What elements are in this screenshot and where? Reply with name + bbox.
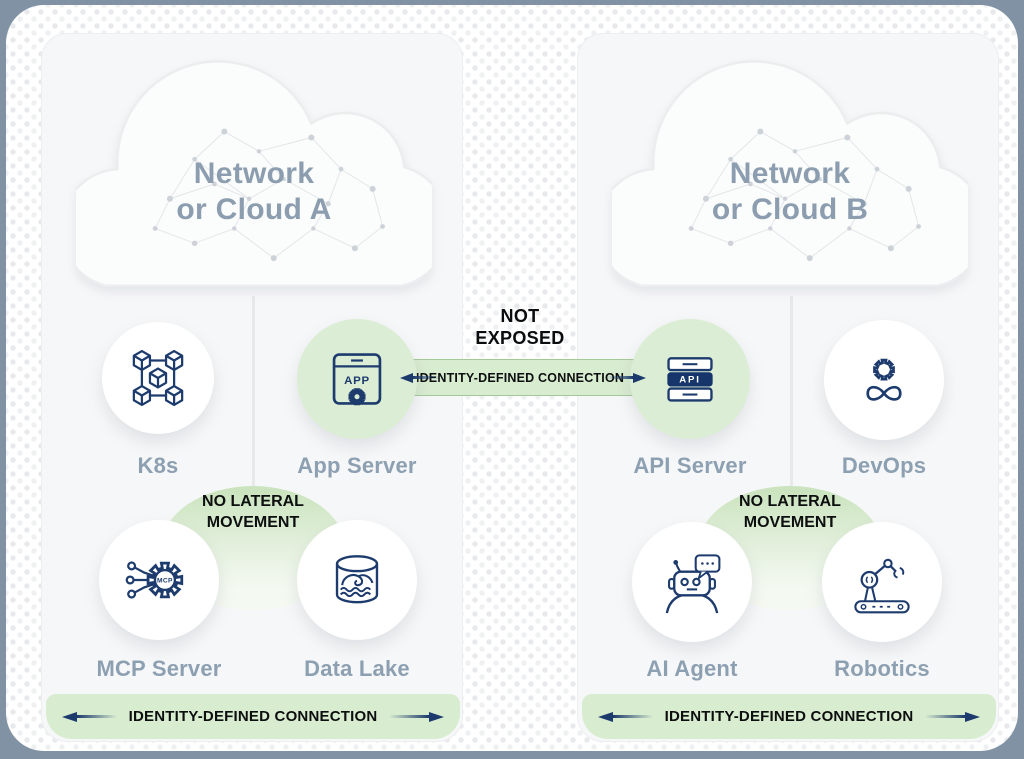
node-label-ai-agent: AI Agent — [646, 656, 738, 681]
node-robotics — [822, 522, 942, 642]
cloud-b-title-line1: Network — [729, 157, 851, 190]
cloud-a-title-line2: or Cloud A — [176, 193, 332, 226]
arrow-right-icon — [606, 372, 646, 383]
kubernetes-icon — [132, 349, 184, 407]
robotics-icon — [854, 558, 910, 614]
diagram-card: IDENTITY-DEFINED CONNECTION Network or C… — [6, 5, 1018, 751]
no-lateral-line1: NO LATERAL — [739, 493, 841, 510]
arrow-right-icon — [389, 711, 444, 723]
arrow-tail — [606, 376, 633, 379]
node-devops — [824, 320, 944, 440]
arrow-tail — [613, 714, 653, 719]
node-label-api-server: API Server — [633, 453, 747, 478]
network-panel-a: Network or Cloud A NO LATERAL MOVEMENT — [41, 33, 463, 742]
api-icon-text: API — [679, 375, 701, 386]
node-label-mcp-server: MCP Server — [96, 656, 222, 681]
arrow-tail — [77, 714, 117, 719]
cloud-a: Network or Cloud A — [76, 60, 432, 298]
arrowhead-right — [965, 711, 980, 722]
cloud-b: Network or Cloud B — [612, 60, 968, 298]
arrowhead-right — [633, 372, 646, 383]
identity-connection-label-b: IDENTITY-DEFINED CONNECTION — [664, 708, 914, 725]
no-lateral-line1: NO LATERAL — [202, 493, 304, 510]
node-label-robotics: Robotics — [834, 656, 930, 681]
arrow-left-icon — [62, 711, 117, 723]
api-server-icon: API — [667, 357, 713, 402]
node-app-server: APP — [297, 319, 417, 439]
node-k8s — [102, 322, 214, 434]
no-lateral-line2: MOVEMENT — [743, 513, 837, 531]
cloud-b-title: Network or Cloud B — [612, 156, 968, 228]
node-label-app-server: App Server — [297, 453, 417, 478]
cloud-b-title-line2: or Cloud B — [711, 193, 869, 226]
cloud-a-title: Network or Cloud A — [76, 156, 432, 228]
cloud-stem-line — [252, 296, 255, 582]
node-api-server: API — [630, 319, 750, 439]
identity-connection-band-a: IDENTITY-DEFINED CONNECTION — [46, 694, 460, 739]
node-label-k8s: K8s — [137, 453, 179, 478]
arrow-tail — [389, 714, 429, 719]
node-data-lake — [297, 520, 417, 640]
mcp-server-icon: MCP — [125, 561, 184, 599]
identity-connection-band-b: IDENTITY-DEFINED CONNECTION — [582, 694, 996, 739]
arrow-tail — [925, 714, 965, 719]
node-mcp-server: MCP — [99, 520, 219, 640]
cloud-stem-line — [790, 296, 793, 582]
arrowhead-left — [62, 711, 77, 722]
data-lake-icon — [335, 555, 379, 604]
devops-icon — [864, 358, 904, 404]
arrow-left-icon — [598, 711, 653, 723]
identity-connection-label: IDENTITY-DEFINED CONNECTION — [415, 370, 625, 385]
arrowhead-left — [400, 372, 413, 383]
ai-agent-icon — [665, 554, 721, 614]
arrowhead-right — [429, 711, 444, 722]
arrow-left-icon — [400, 372, 440, 383]
not-exposed-label: NOT EXPOSED — [434, 306, 606, 349]
app-icon-text: APP — [344, 375, 370, 387]
no-lateral-movement-label: NO LATERAL MOVEMENT — [680, 492, 900, 534]
arrow-right-icon — [925, 711, 980, 723]
node-ai-agent — [632, 522, 752, 642]
node-label-devops: DevOps — [841, 453, 927, 478]
arrowhead-left — [598, 711, 613, 722]
no-lateral-movement-label: NO LATERAL MOVEMENT — [143, 492, 363, 534]
not-exposed-line1: NOT — [500, 306, 540, 326]
app-server-icon: APP — [332, 353, 382, 406]
not-exposed-line2: EXPOSED — [475, 327, 565, 348]
node-label-data-lake: Data Lake — [304, 656, 410, 681]
network-panel-b: Network or Cloud B NO LATERAL MOVEMENT A… — [577, 33, 999, 742]
identity-connection-label-a: IDENTITY-DEFINED CONNECTION — [128, 708, 378, 725]
cloud-a-title-line1: Network — [193, 157, 315, 190]
no-lateral-line2: MOVEMENT — [206, 513, 300, 531]
arrow-tail — [413, 376, 440, 379]
mcp-icon-text: MCP — [157, 578, 173, 585]
